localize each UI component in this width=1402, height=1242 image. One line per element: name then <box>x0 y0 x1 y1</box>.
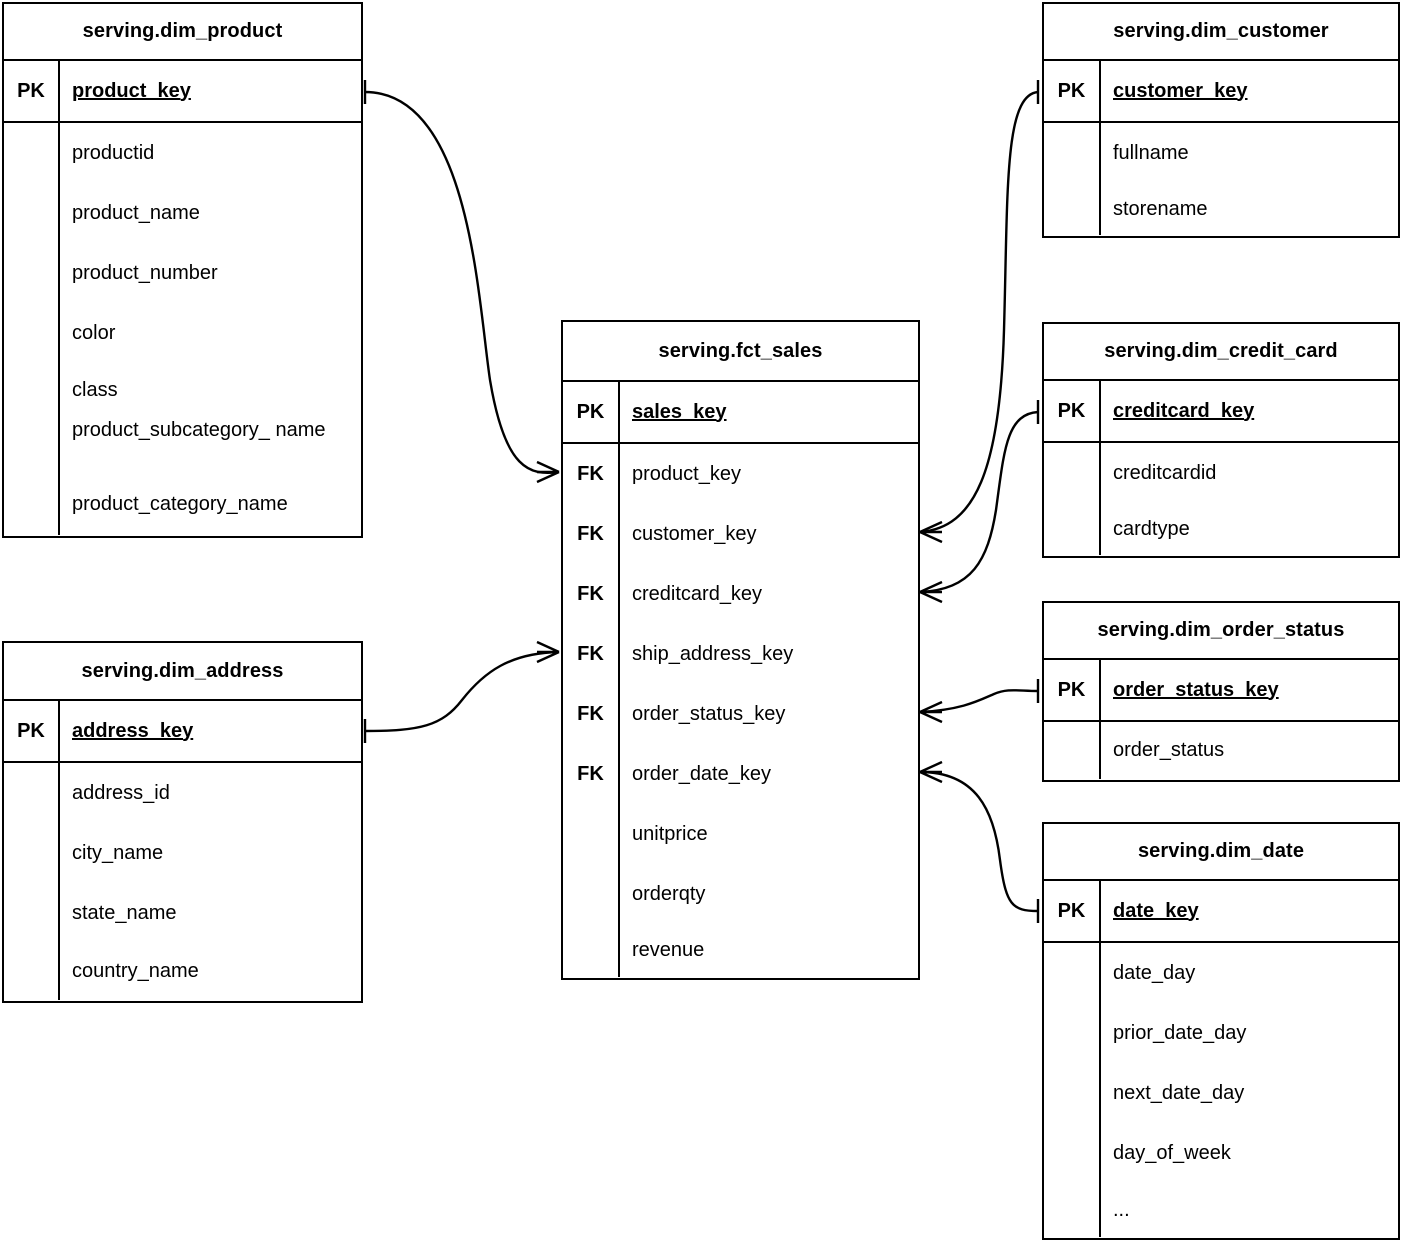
entity-title-dim-date: serving.dim_date <box>1044 824 1398 881</box>
pk-tag: PK <box>576 400 605 423</box>
field-product-category-name: product_category_name <box>72 492 288 515</box>
fk-tag-order-status-key: FK <box>577 702 604 725</box>
field-country-name: country_name <box>72 960 199 982</box>
field-ellipsis: ... <box>1113 1198 1130 1221</box>
field-order-status-key: order_status_key <box>632 702 786 725</box>
field-customer-key: customer_key <box>632 522 757 545</box>
field-product-subcategory-name: product_subcategory_ name <box>72 419 326 441</box>
relationship-customer-to-sales <box>919 80 1040 544</box>
pk-tag: PK <box>17 79 45 102</box>
field-revenue: revenue <box>632 939 705 961</box>
pk-tag: PK <box>1057 399 1086 422</box>
key-tag-blank <box>4 123 58 535</box>
field-fullname: fullname <box>1113 141 1189 164</box>
field-date-day: date_day <box>1113 961 1196 984</box>
field-order-date-key: order_date_key <box>632 762 771 785</box>
fk-tag-ship-address-key: FK <box>577 642 604 665</box>
relationship-product-to-sales <box>363 80 560 484</box>
entity-fct-sales[interactable]: serving.fct_sales PK sales_key FK FK FK … <box>561 320 920 980</box>
entity-title-dim-order-status: serving.dim_order_status <box>1044 603 1398 660</box>
entity-title-fct-sales: serving.fct_sales <box>563 322 918 382</box>
entity-pk-row-fct-sales: PK sales_key <box>563 382 918 444</box>
field-product-name: product_name <box>72 201 200 224</box>
field-sales-key: sales_key <box>632 400 727 423</box>
field-address-key: address_key <box>72 719 194 742</box>
fk-tag-creditcard-key: FK <box>577 582 604 605</box>
field-order-status: order_status <box>1113 739 1225 761</box>
entity-pk-row-dim-address: PK address_key <box>4 701 361 763</box>
entity-pk-row-dim-customer: PK customer_key <box>1044 61 1398 123</box>
entity-body-dim-order-status: order_status <box>1044 722 1398 779</box>
pk-tag: PK <box>1057 678 1086 701</box>
field-address-id: address_id <box>72 781 170 804</box>
entity-dim-customer[interactable]: serving.dim_customer PK customer_key ful… <box>1042 2 1400 238</box>
entity-body-dim-credit-card: creditcardid cardtype <box>1044 443 1398 555</box>
field-product-key: product_key <box>632 462 741 485</box>
field-city-name: city_name <box>72 841 164 864</box>
entity-body-fct-sales: FK FK FK FK FK FK product_key customer_k… <box>563 444 918 977</box>
entity-title-dim-product: serving.dim_product <box>4 4 361 61</box>
relationship-address-to-sales <box>363 640 560 743</box>
field-storename: storename <box>1113 197 1208 220</box>
key-tag-blank <box>1044 722 1099 779</box>
relationship-date-to-sales <box>919 760 1040 923</box>
entity-dim-date[interactable]: serving.dim_date PK date_key date_day pr… <box>1042 822 1400 1240</box>
key-tag-blank <box>563 924 618 977</box>
fk-tag-product-key: FK <box>577 462 604 485</box>
key-tag-blank <box>563 864 618 924</box>
field-day-of-week: day_of_week <box>1113 1141 1231 1164</box>
field-date-key: date_key <box>1113 899 1199 922</box>
fk-tag-customer-key: FK <box>577 522 604 545</box>
entity-body-dim-address: address_id city_name state_name country_… <box>4 763 361 1000</box>
pk-tag: PK <box>1057 79 1086 102</box>
field-state-name: state_name <box>72 901 177 924</box>
field-cardtype: cardtype <box>1113 517 1190 540</box>
field-orderqty: orderqty <box>632 882 706 905</box>
entity-dim-credit-card[interactable]: serving.dim_credit_card PK creditcard_ke… <box>1042 322 1400 558</box>
relationship-order-status-to-sales <box>919 679 1040 724</box>
field-creditcard-key: creditcard_key <box>632 582 763 605</box>
entity-dim-address[interactable]: serving.dim_address PK address_key addre… <box>2 641 363 1003</box>
key-tag-blank <box>1044 943 1099 1237</box>
entity-pk-row-dim-order-status: PK order_status_key <box>1044 660 1398 722</box>
field-productid: productid <box>72 141 155 164</box>
field-next-date-day: next_date_day <box>1113 1081 1245 1104</box>
fk-tag-order-date-key: FK <box>577 762 604 785</box>
entity-dim-order-status[interactable]: serving.dim_order_status PK order_status… <box>1042 601 1400 782</box>
field-ship-address-key: ship_address_key <box>632 642 794 665</box>
field-customer-key: customer_key <box>1113 79 1248 102</box>
entity-dim-product[interactable]: serving.dim_product PK product_key produ… <box>2 2 363 538</box>
field-unitprice: unitprice <box>632 822 708 845</box>
field-product-key: product_key <box>72 79 191 102</box>
entity-body-dim-product: productid product_name product_number co… <box>4 123 361 535</box>
pk-tag: PK <box>17 719 45 742</box>
field-prior-date-day: prior_date_day <box>1113 1021 1247 1044</box>
field-color: color <box>72 321 116 344</box>
entity-pk-row-dim-credit-card: PK creditcard_key <box>1044 381 1398 443</box>
key-tag-blank <box>1044 123 1099 235</box>
key-tag-blank <box>563 804 618 864</box>
entity-body-dim-date: date_day prior_date_day next_date_day da… <box>1044 943 1398 1237</box>
entity-pk-row-dim-date: PK date_key <box>1044 881 1398 943</box>
relationship-credit-card-to-sales <box>919 400 1040 604</box>
entity-title-dim-credit-card: serving.dim_credit_card <box>1044 324 1398 381</box>
field-creditcardid: creditcardid <box>1113 461 1217 484</box>
entity-pk-row-dim-product: PK product_key <box>4 61 361 123</box>
entity-title-dim-customer: serving.dim_customer <box>1044 4 1398 61</box>
field-class: class <box>72 379 118 401</box>
entity-body-dim-customer: fullname storename <box>1044 123 1398 235</box>
field-creditcard-key: creditcard_key <box>1113 399 1255 422</box>
field-order-status-key: order_status_key <box>1113 678 1279 701</box>
key-tag-blank <box>1044 443 1099 555</box>
field-product-number: product_number <box>72 261 218 284</box>
entity-title-dim-address: serving.dim_address <box>4 643 361 701</box>
key-tag-blank <box>4 763 58 1000</box>
pk-tag: PK <box>1057 899 1086 922</box>
